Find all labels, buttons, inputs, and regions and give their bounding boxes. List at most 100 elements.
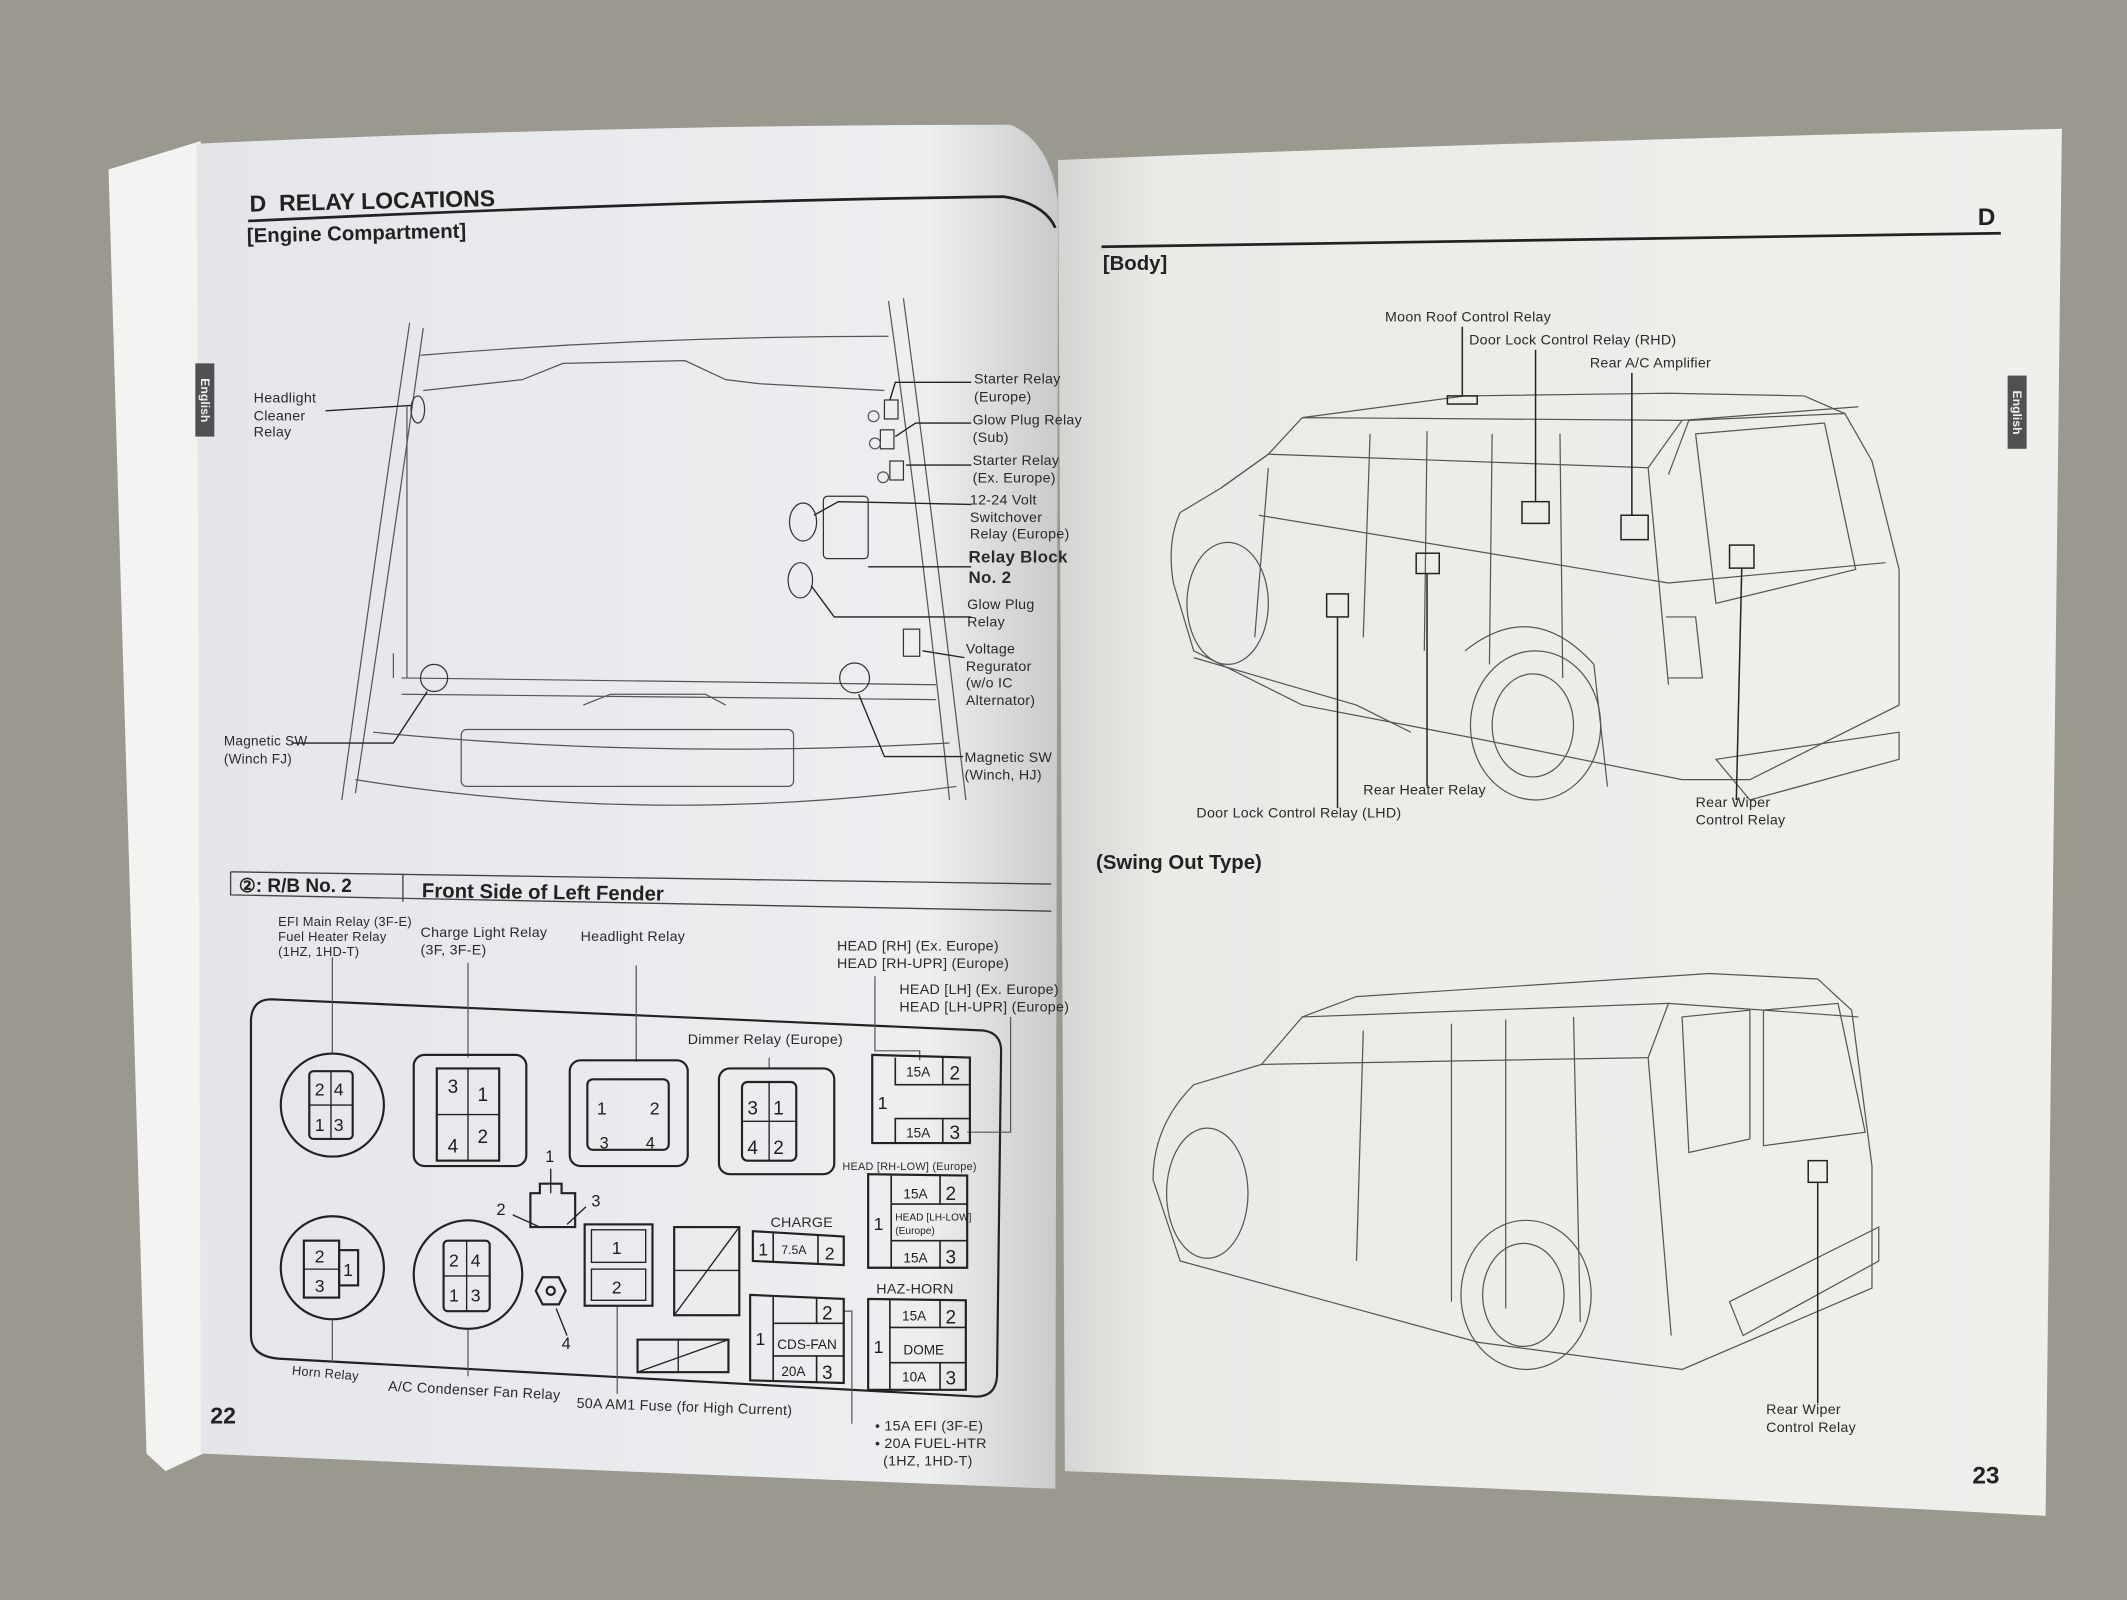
pin: 4 [747, 1138, 758, 1159]
pin: 1 [343, 1260, 353, 1280]
pin: 1 [597, 1099, 607, 1119]
fuse-terminal: 1 [756, 1329, 766, 1349]
label-door-lock-control-relay-rhd: Door Lock Control Relay (RHD) [1469, 332, 1677, 349]
fuse-terminal: 2 [945, 1307, 956, 1328]
pin: 1 [315, 1115, 325, 1135]
pin: 2 [315, 1246, 325, 1266]
label-rear-heater-relay: Rear Heater Relay [1363, 782, 1486, 799]
label-door-lock-control-relay-lhd: Door Lock Control Relay (LHD) [1196, 805, 1402, 822]
pin: 3 [591, 1193, 600, 1211]
pin: 1 [612, 1238, 622, 1258]
label-head-lh-low: HEAD [LH-LOW] [895, 1212, 971, 1223]
label-efi-main-relay: EFI Main Relay (3F-E) Fuel Heater Relay … [278, 915, 412, 960]
label-switchover-relay: 12-24 Volt Switchover Relay (Europe) [969, 492, 1070, 543]
english-tab-right[interactable]: English [2007, 375, 2027, 449]
label-headlight-relay: Headlight Relay [580, 928, 686, 946]
label-headlight-cleaner-relay: Headlight Cleaner Relay [253, 390, 317, 441]
fuse-terminal: 1 [874, 1214, 884, 1234]
fuse-terminal: 2 [822, 1303, 833, 1324]
pin: 3 [334, 1115, 344, 1135]
label-dimmer-relay: Dimmer Relay (Europe) [687, 1031, 844, 1049]
label-rear-wiper-control-relay-swing: Rear Wiper Control Relay [1766, 1402, 1856, 1436]
fuse-terminal: 1 [758, 1240, 768, 1260]
label-rear-ac-amplifier: Rear A/C Amplifier [1589, 355, 1712, 372]
fuse-rating: 15A [906, 1126, 931, 1141]
label-moon-roof-control-relay: Moon Roof Control Relay [1384, 309, 1552, 326]
pin: 4 [562, 1335, 571, 1353]
label-relay-block-no2: Relay Block No. 2 [968, 547, 1068, 588]
english-tab-left[interactable]: English [195, 363, 215, 437]
pin: 4 [646, 1134, 655, 1152]
label-starter-relay-ex-europe: Starter Relay (Ex. Europe) [972, 452, 1060, 487]
pin: 3 [471, 1286, 481, 1306]
rb2-name: : R/B No. 2 [255, 874, 352, 897]
label-glow-plug-relay: Glow Plug Relay [967, 596, 1035, 630]
pin: 4 [448, 1137, 459, 1158]
label-dome: DOME [903, 1343, 944, 1358]
fuse-terminal: 1 [874, 1337, 884, 1357]
fuse-rating: 15A [903, 1187, 928, 1202]
pin: 2 [773, 1138, 784, 1159]
body-heading: [Body] [1102, 252, 1168, 276]
section-letter-right: D [1977, 203, 1996, 231]
rb2-badge: ② [238, 874, 256, 897]
fuse-rating: 10A [902, 1370, 927, 1385]
pin: 2 [477, 1127, 488, 1148]
fuse-note-engines: (1HZ, 1HD-T) [883, 1453, 973, 1470]
label-starter-relay-europe: Starter Relay (Europe) [973, 371, 1061, 405]
fuse-rating: 15A [902, 1309, 927, 1324]
page-number-left: 22 [210, 1403, 236, 1430]
fuse-rating: 7.5A [781, 1243, 807, 1257]
label-charge: CHARGE [770, 1214, 834, 1232]
label-head-rh: HEAD [RH] (Ex. Europe) HEAD [RH-UPR] (Eu… [836, 938, 1010, 972]
fuse-terminal: 2 [825, 1244, 835, 1264]
fuse-rating: 15A [903, 1250, 928, 1265]
pin: 1 [449, 1286, 459, 1306]
rb2-id: ②: R/B No. 2 [239, 875, 352, 898]
page-stack-left [108, 141, 204, 1472]
fuse-rating: 20A [781, 1364, 806, 1379]
label-head-rh-low: HEAD [RH-LOW] (Europe) [842, 1160, 977, 1173]
pin: 3 [600, 1134, 609, 1152]
label-rear-wiper-control-relay: Rear Wiper Control Relay [1695, 794, 1786, 828]
pin: 4 [334, 1080, 344, 1100]
pin: 1 [477, 1085, 488, 1106]
pin: 2 [650, 1099, 660, 1119]
fuse-note-efi: • 15A EFI (3F-E) [874, 1418, 984, 1435]
relay-block-outline [249, 998, 1003, 1398]
fuse-terminal: 2 [945, 1184, 956, 1205]
fuse-terminal: 3 [945, 1248, 956, 1269]
pin: 1 [545, 1148, 554, 1166]
left-page [196, 124, 1059, 1489]
right-page [1058, 128, 2062, 1516]
label-voltage-regulator: Voltage Regurator (w/o IC Alternator) [965, 641, 1036, 709]
pin: 2 [612, 1278, 622, 1298]
swing-out-type-heading: (Swing Out Type) [1096, 851, 1262, 875]
fuse-terminal: 3 [822, 1363, 833, 1384]
pin: 4 [471, 1250, 481, 1270]
label-haz-horn: HAZ-HORN [876, 1281, 954, 1298]
label-cds-fan: CDS-FAN [777, 1337, 836, 1352]
fuse-terminal: 1 [878, 1093, 888, 1113]
pin: 3 [747, 1099, 758, 1120]
label-head-lh: HEAD [LH] (Ex. Europe) HEAD [LH-UPR] (Eu… [899, 981, 1070, 1015]
page-number-right: 23 [1972, 1461, 2000, 1489]
pin: 2 [496, 1201, 505, 1219]
fuse-note-fuel-htr: • 20A FUEL-HTR [874, 1435, 987, 1453]
pin: 1 [773, 1099, 784, 1120]
label-magnetic-sw-fj: Magnetic SW (Winch FJ) [223, 734, 308, 767]
fuse-terminal: 3 [950, 1123, 961, 1144]
pin: 2 [315, 1080, 325, 1100]
label-glow-plug-relay-sub: Glow Plug Relay (Sub) [972, 412, 1082, 446]
fuse-terminal: 3 [945, 1368, 956, 1389]
label-magnetic-sw-hj: Magnetic SW (Winch, HJ) [964, 749, 1053, 784]
fuse-rating: 15A [906, 1065, 931, 1080]
